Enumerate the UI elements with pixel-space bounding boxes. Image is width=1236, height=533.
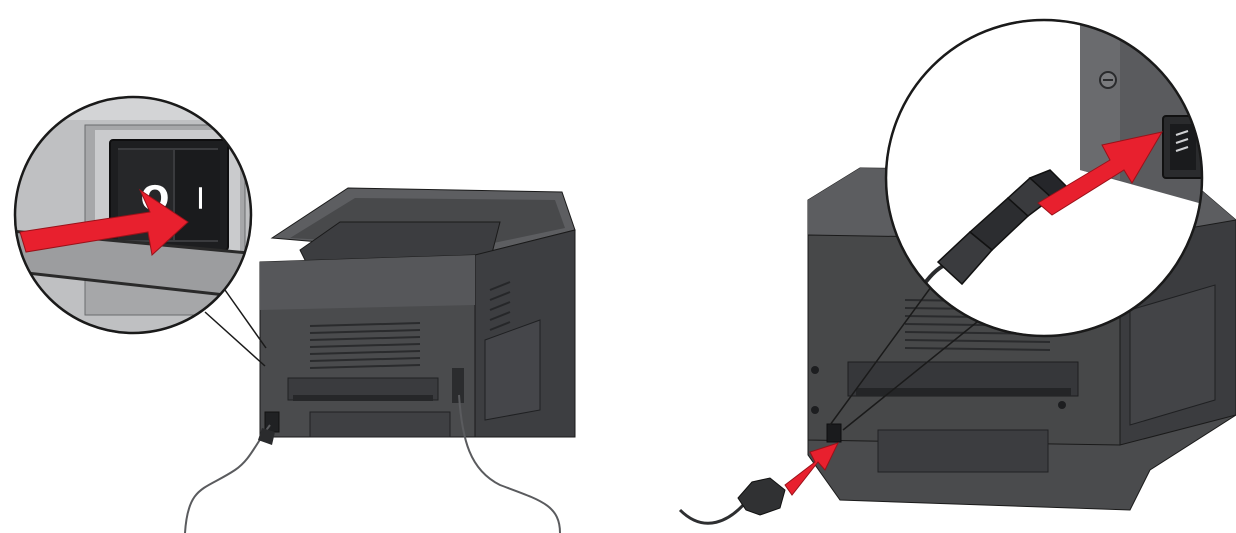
power-cord-illustration [620, 0, 1236, 533]
power-cord-icon [185, 425, 270, 533]
printer-rear-view [260, 188, 575, 437]
power-cord-icon [680, 503, 745, 523]
power-switch-svg: O — [0, 0, 620, 533]
power-socket-icon [827, 424, 841, 442]
switch-on-label: — [185, 186, 213, 210]
power-cord-svg [620, 0, 1236, 533]
power-switch-illustration: O — [0, 0, 620, 533]
switch-callout: O — [0, 90, 270, 350]
